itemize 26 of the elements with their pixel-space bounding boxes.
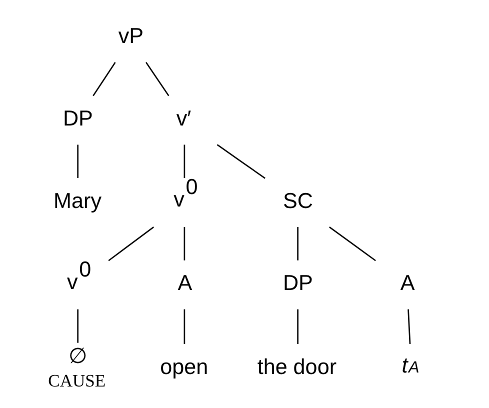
connector [92, 62, 116, 96]
connector [184, 309, 186, 344]
node-text: DP [282, 270, 313, 296]
connector [297, 227, 298, 260]
connector [146, 62, 170, 96]
node-text: tA [402, 352, 420, 378]
node-text: open [160, 354, 208, 379]
connector [329, 226, 376, 262]
connector [184, 227, 186, 260]
connector [297, 309, 298, 344]
connector [108, 226, 154, 262]
node-text: vP [118, 23, 144, 48]
node-text: ∅ [68, 342, 88, 368]
node-text: DP [62, 105, 93, 130]
node-text: Mary [54, 188, 102, 213]
node-label: CAUSE [48, 370, 106, 391]
node-text: the door [257, 354, 337, 379]
connector [77, 144, 78, 178]
node-text: v′ [176, 105, 192, 130]
connector [408, 309, 411, 344]
node-text: A [178, 270, 192, 296]
node-text: A [400, 270, 415, 296]
connector [184, 144, 186, 178]
connector [77, 309, 78, 343]
connector [216, 144, 266, 179]
node-text: SC [282, 188, 313, 213]
